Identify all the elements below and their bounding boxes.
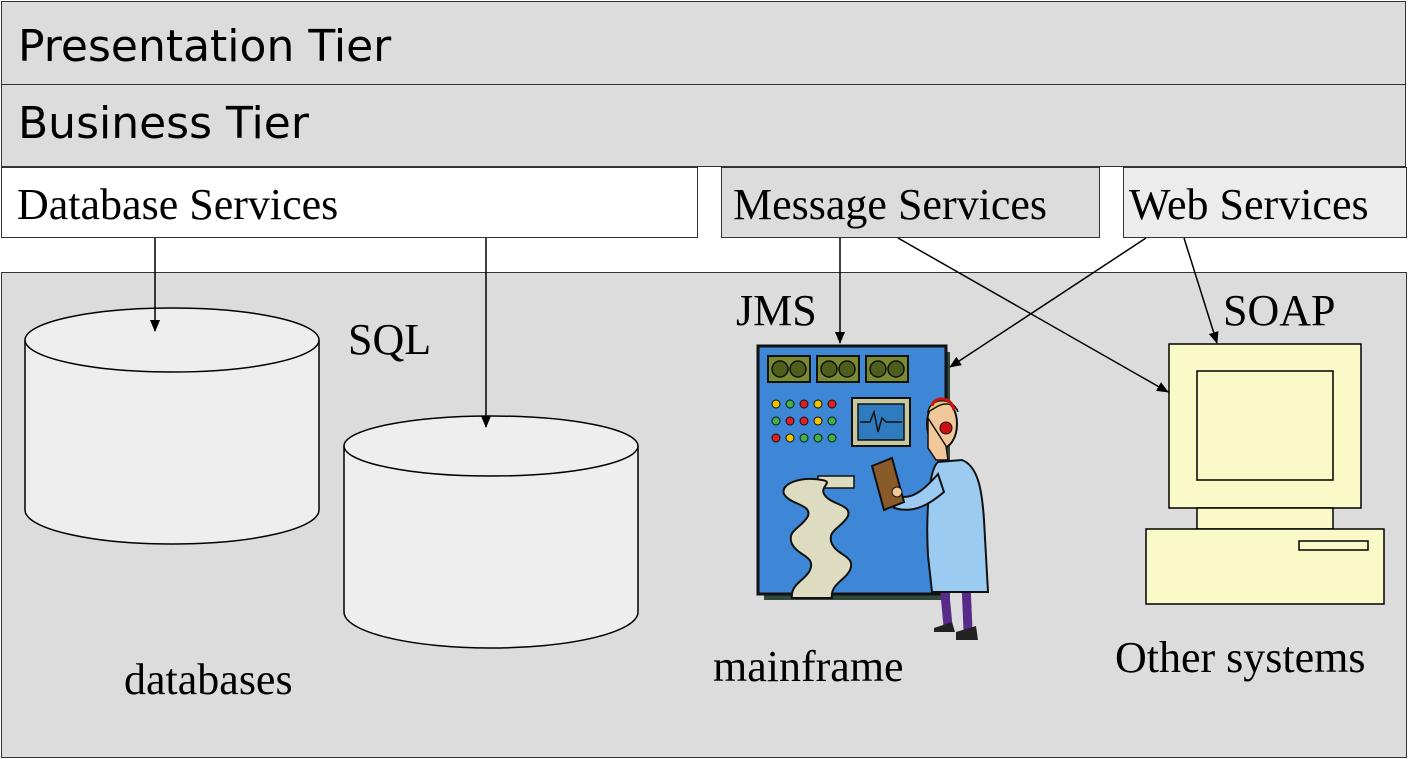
business-tier-label: Business Tier bbox=[18, 98, 309, 149]
database-cylinder-icon bbox=[343, 415, 639, 649]
computer-icon bbox=[1145, 343, 1385, 605]
message-services-label: Message Services bbox=[733, 180, 1048, 229]
database-cylinder-icon bbox=[24, 307, 320, 545]
jms-label: JMS bbox=[736, 286, 817, 335]
soap-label: SOAP bbox=[1223, 286, 1336, 335]
other-systems-label: Other systems bbox=[1115, 633, 1366, 682]
arrow-web-to-computer bbox=[1183, 237, 1219, 344]
presentation-tier: Presentation Tier bbox=[1, 1, 1406, 85]
presentation-tier-label: Presentation Tier bbox=[18, 21, 392, 72]
business-tier: Business Tier bbox=[1, 84, 1406, 167]
mainframe-operator-icon bbox=[756, 344, 990, 640]
web-services-box: Web Services bbox=[1123, 167, 1407, 238]
mainframe-label: mainframe bbox=[713, 642, 904, 691]
database-services-label: Database Services bbox=[17, 180, 339, 229]
sql-label: SQL bbox=[348, 315, 431, 364]
arrow-web-to-mainframe bbox=[949, 237, 1147, 368]
arrow-message-to-computer bbox=[897, 237, 1169, 393]
databases-label: databases bbox=[124, 655, 293, 704]
database-services-box: Database Services bbox=[1, 167, 698, 238]
message-services-box: Message Services bbox=[721, 167, 1100, 238]
web-services-label: Web Services bbox=[1129, 180, 1369, 229]
